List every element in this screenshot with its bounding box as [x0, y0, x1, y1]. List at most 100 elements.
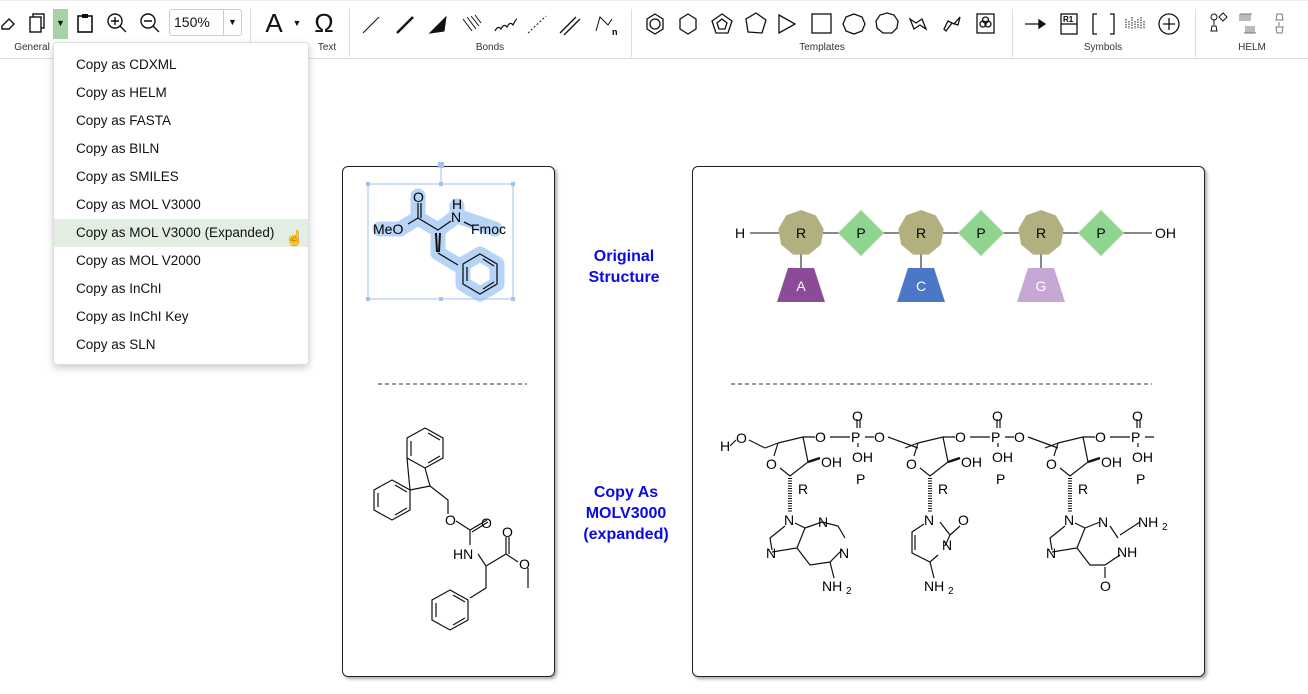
atom-label: N [942, 537, 952, 553]
atom-label: N [1064, 512, 1074, 528]
atom-o: O [502, 524, 513, 540]
zoom-out-icon[interactable] [139, 9, 161, 37]
base-label: G [1036, 278, 1047, 294]
menu-item-copy-fasta[interactable]: Copy as FASTA [76, 113, 172, 128]
expanded-peptide-molecule [373, 427, 529, 631]
atom-label: OH [1132, 449, 1153, 465]
group-label-helm: HELM [1238, 42, 1266, 53]
atom-label: O [815, 429, 826, 445]
eraser-icon[interactable] [0, 9, 16, 37]
atom-label: P [991, 429, 1000, 445]
bond-tools[interactable]: n [360, 11, 622, 39]
sugar-label: R [916, 225, 926, 241]
paste-icon[interactable] [74, 9, 96, 37]
atom-label: O [852, 408, 863, 424]
svg-text:n: n [612, 27, 618, 37]
phosphate-label: P [1096, 225, 1105, 241]
atom-label: OH [821, 454, 842, 470]
menu-item-copy-cdxml[interactable]: Copy as CDXML [76, 57, 177, 72]
atom-label: NH [1138, 514, 1158, 530]
copy-as-menu: Copy as CDXML Copy as HELM Copy as FASTA… [53, 42, 309, 365]
phosphate-node [838, 210, 884, 256]
atom-label: O [955, 429, 966, 445]
text-dropdown-icon[interactable]: ▼ [292, 18, 302, 28]
selected-peptide-molecule[interactable]: MeO O H N Fmoc [366, 162, 515, 302]
left-structure-box [342, 166, 555, 677]
atom-label: O [1046, 456, 1057, 472]
atom-label: 2 [1162, 522, 1168, 533]
atom-label: P [1136, 471, 1145, 487]
zoom-select[interactable]: 150% ▼ [169, 9, 242, 36]
atom-label: OH [992, 449, 1013, 465]
atom-label: N [1046, 545, 1056, 561]
menu-item-copy-sln[interactable]: Copy as SLN [76, 337, 156, 352]
atom-label: P [1131, 429, 1140, 445]
atom-label: 2 [846, 586, 852, 597]
template-tools[interactable] [642, 11, 1002, 37]
atom-label: P [856, 471, 865, 487]
right-structure-box [692, 166, 1205, 677]
atom-label: O [1132, 408, 1143, 424]
zoom-in-icon[interactable] [106, 9, 128, 37]
atom-label: OH [961, 454, 982, 470]
symbol-tool-button[interactable]: Ω [314, 7, 334, 38]
sugar-label: R [1036, 225, 1046, 241]
atom-label: OH [852, 449, 873, 465]
symbol-tools[interactable]: R1 [1022, 11, 1192, 39]
base-label: A [796, 278, 806, 294]
text-tool-button[interactable]: A [265, 7, 283, 38]
menu-item-copy-mol-v3000-expanded[interactable]: Copy as MOL V3000 (Expanded)☝ [54, 219, 308, 247]
base-node [1017, 268, 1065, 302]
menu-item-copy-mol-v2000[interactable]: Copy as MOL V2000 [76, 253, 201, 268]
phosphate-node [1078, 210, 1124, 256]
atom-label: N [1098, 514, 1108, 530]
menu-item-copy-smiles[interactable]: Copy as SMILES [76, 169, 179, 184]
group-label-symbols: Symbols [1083, 42, 1123, 53]
atom-label: O [958, 512, 969, 528]
atom-label: OH [1101, 454, 1122, 470]
group-label-general: General [14, 42, 50, 53]
atom-label: N [766, 545, 776, 561]
atom-label: P [851, 429, 860, 445]
r1-glyph: R1 [1063, 15, 1074, 24]
sugar-node [778, 210, 824, 255]
atom-label: NH [1117, 544, 1137, 560]
helm-h: H [735, 225, 745, 241]
helm-oh: OH [1155, 225, 1176, 241]
atom-label: O [906, 456, 917, 472]
menu-item-copy-inchi-key[interactable]: Copy as InChI Key [76, 309, 189, 324]
group-label-text: Text [317, 42, 337, 53]
copy-options-dropdown[interactable]: ▼ [53, 9, 68, 39]
atom-o: O [413, 189, 424, 205]
atom-meo: MeO [373, 221, 403, 237]
atom-fmoc: Fmoc [471, 221, 506, 237]
atom-label: R [938, 481, 948, 497]
atom-label: P [996, 471, 1005, 487]
base-label: C [916, 278, 926, 294]
sugar-node [898, 210, 944, 255]
atom-label: O [1095, 429, 1106, 445]
phosphate-node [958, 210, 1004, 256]
atom-label: N [818, 514, 828, 530]
base-node [897, 268, 945, 302]
zoom-value: 150% [174, 14, 210, 30]
atom-n: N [451, 209, 461, 225]
menu-item-copy-helm[interactable]: Copy as HELM [76, 85, 167, 100]
phosphate-label: P [976, 225, 985, 241]
menu-item-copy-inchi[interactable]: Copy as InChI [76, 281, 162, 296]
helm-tools[interactable] [1205, 11, 1305, 39]
atom-label: 2 [948, 586, 954, 597]
menu-item-copy-mol-v3000[interactable]: Copy as MOL V3000 [76, 197, 201, 212]
copy-button[interactable] [26, 9, 48, 37]
atom-label: O [874, 429, 885, 445]
menu-item-label: Copy as MOL V3000 (Expanded) [76, 225, 275, 240]
atom-h: H [452, 196, 462, 212]
group-label-templates: Templates [799, 42, 845, 53]
chevron-down-icon[interactable]: ▼ [223, 10, 241, 35]
menu-item-copy-biln[interactable]: Copy as BILN [76, 141, 160, 156]
phosphate-label: P [856, 225, 865, 241]
